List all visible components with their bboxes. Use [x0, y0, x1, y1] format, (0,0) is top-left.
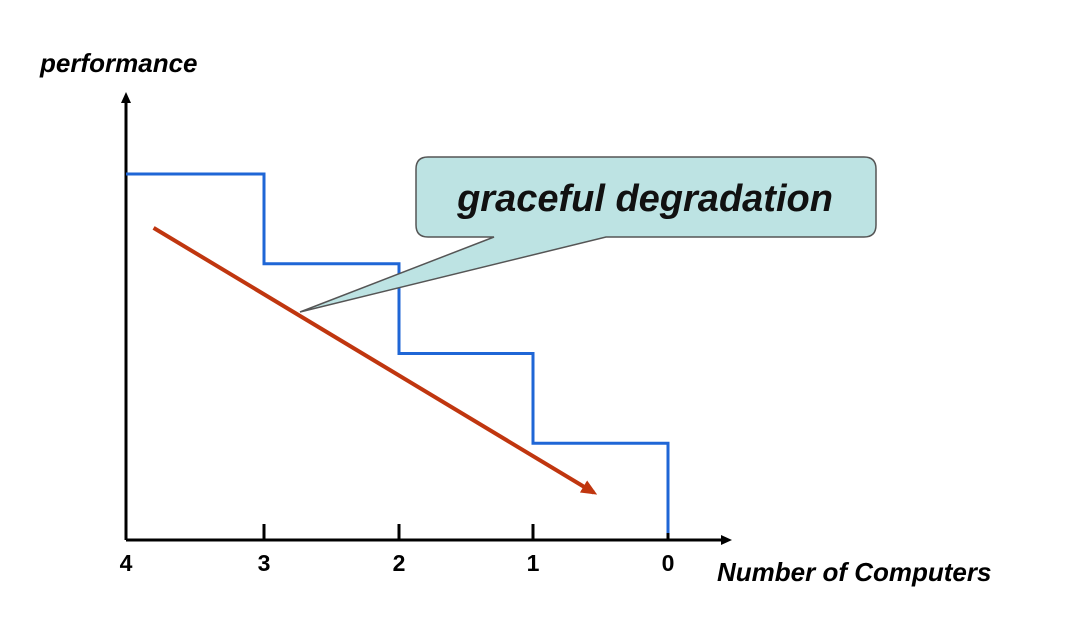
y-axis-label: performance [39, 48, 198, 78]
x-tick-label-4: 4 [120, 550, 133, 576]
x-axis-ticks: 4 3 2 1 0 [120, 524, 675, 576]
x-tick-label-1: 1 [527, 550, 540, 576]
performance-step-line [126, 172, 670, 533]
x-tick-label-2: 2 [393, 550, 406, 576]
x-tick-label-0: 0 [662, 550, 675, 576]
x-axis-label: Number of Computers [717, 557, 991, 587]
callout: graceful degradation [299, 156, 877, 313]
callout-text: graceful degradation [456, 178, 833, 220]
callout-bubble [299, 156, 877, 313]
degradation-trend-arrow [152, 226, 598, 495]
x-tick-label-3: 3 [258, 550, 271, 576]
